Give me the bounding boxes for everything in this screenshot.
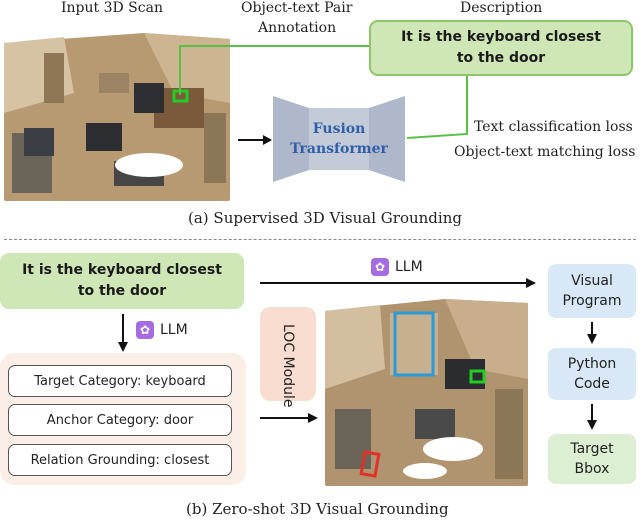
description-to-loss-connector [406, 76, 468, 139]
llm-top: ✿ LLM [371, 258, 423, 276]
fusion-label-2: Transformer [290, 141, 388, 157]
arrow-program-to-code [587, 322, 597, 344]
python-code-box: Python Code [548, 348, 636, 400]
query-line2: to the door [77, 283, 167, 299]
anchor-category-pill: Anchor Category: door [8, 404, 232, 436]
loss-object-text-matching: Object-text matching loss [454, 144, 636, 160]
label-input-scan: Input 3D Scan [61, 0, 163, 16]
grounded-3d-scan-image [325, 299, 528, 486]
arrow-scan-to-fusion [238, 135, 272, 145]
python-code-line1: Python [567, 356, 617, 372]
llm-top-label: LLM [395, 259, 423, 275]
openai-icon: ✿ [371, 258, 389, 276]
fusion-transformer: Fusion Transformer [273, 96, 405, 182]
llm-left: ✿ LLM [136, 321, 188, 339]
python-code-line2: Code [574, 376, 610, 392]
annotation-connector [179, 45, 370, 95]
arrow-query-to-program [260, 278, 536, 288]
loss-text-classification: Text classification loss [474, 119, 633, 135]
caption-zero-shot: (b) Zero-shot 3D Visual Grounding [186, 500, 449, 518]
label-description: Description [460, 0, 543, 16]
loc-module [260, 307, 316, 401]
target-bbox-line1: Target [570, 441, 614, 457]
loc-module-label: LOC Module [280, 324, 296, 408]
query-box: It is the keyboard closest to the door [0, 253, 244, 309]
llm-left-label: LLM [160, 322, 188, 338]
visual-program-box: Visual Program [548, 264, 636, 318]
caption-supervised: (a) Supervised 3D Visual Grounding [188, 209, 462, 227]
target-bbox-box: Target Bbox [548, 434, 636, 484]
visual-program-line2: Program [562, 293, 622, 309]
query-line1: It is the keyboard closest [22, 262, 222, 278]
description-line1: It is the keyboard closest [401, 29, 601, 45]
relation-grounding-pill: Relation Grounding: closest [8, 444, 232, 476]
description-box: It is the keyboard closest to the door [369, 20, 633, 76]
arrow-code-to-bbox [587, 404, 597, 430]
fusion-label-1: Fusion [312, 121, 366, 137]
arrow-info-to-scan [260, 413, 318, 423]
label-object-text-pair: Object-text Pair [241, 0, 353, 16]
description-line2: to the door [456, 50, 546, 66]
section-divider [4, 239, 636, 240]
openai-icon: ✿ [136, 321, 154, 339]
input-3d-scan-image [4, 33, 230, 201]
target-category-pill: Target Category: keyboard [8, 365, 232, 397]
arrow-query-to-info [118, 314, 128, 352]
visual-program-line1: Visual [571, 273, 613, 289]
label-annotation: Annotation [258, 20, 337, 36]
target-bbox-line2: Bbox [574, 461, 610, 477]
